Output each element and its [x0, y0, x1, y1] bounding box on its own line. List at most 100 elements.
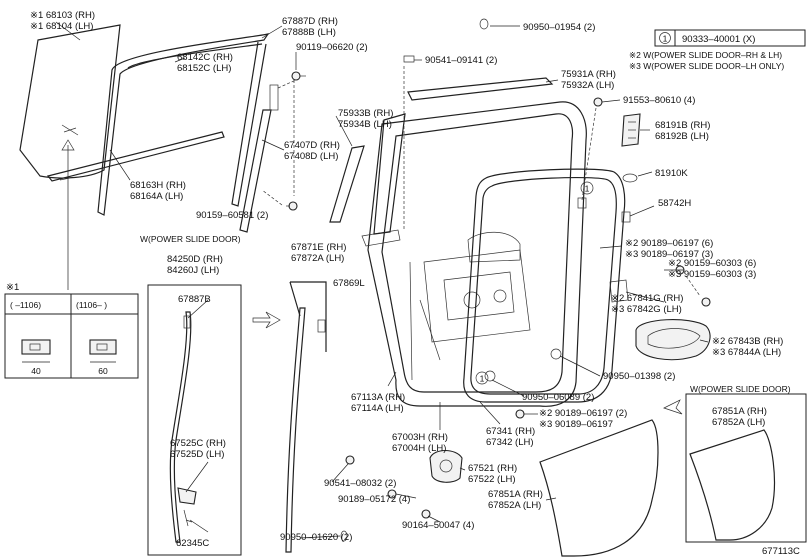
clip-81910k — [622, 173, 638, 183]
bolt-90119 — [291, 71, 306, 81]
part-label-81910k-line1: 81910K — [655, 168, 688, 179]
note1-col1-value: 40 — [31, 366, 41, 376]
window-moulding-75931a — [373, 77, 554, 235]
part-label-67003h-line1: 67003H (RH) — [392, 432, 448, 443]
part-label-67341-line2: 67342 (LH) — [486, 437, 534, 448]
part-label-75931a-line2: 75932A (LH) — [561, 80, 614, 91]
part-label-67871e-line1: 67871E (RH) — [291, 242, 346, 253]
part-label-90541a-line1: 90541–09141 (2) — [425, 55, 497, 66]
part-label-67887d-line2: 67888B (LH) — [282, 27, 336, 38]
bolt-90541-09141 — [403, 55, 415, 63]
trim-panel-67851a — [539, 419, 659, 557]
legend-note-3: ※3 W(POWER SLIDE DOOR–LH ONLY) — [629, 61, 784, 71]
part-label-75931a-line1: 75931A (RH) — [561, 69, 616, 80]
part-label-67871e-line2: 67872A (LH) — [291, 253, 344, 264]
part-label-90159b-line2: ※3 90159–60303 (3) — [668, 269, 756, 280]
note1-col1-header: ( –1106) — [10, 300, 41, 310]
part-label-67843b-line1: ※2 67843B (RH) — [712, 336, 783, 347]
circle-marker-number: 1 — [585, 184, 590, 194]
door-weatherstrip-67341 — [463, 168, 626, 403]
closer-actuator-67841g — [609, 265, 711, 361]
note1-col2-header: (1106– ) — [76, 300, 107, 310]
part-label-68142c-line2: 68152C (LH) — [177, 63, 231, 74]
weatherstrip-67871e — [252, 281, 327, 553]
part-label-67851b-line2: 67852A (LH) — [712, 417, 765, 428]
slide-door-panel — [361, 101, 587, 407]
note1-box — [4, 293, 139, 379]
legend-box — [654, 29, 806, 47]
legend-circle-number: 1 — [663, 34, 668, 44]
part-label-68191b-line2: 68192B (LH) — [655, 131, 709, 142]
part-label-91553-line1: 91553–80610 (4) — [623, 95, 695, 106]
part-label-67869l-line1: 67869L — [333, 278, 365, 289]
part-label-90159a-line1: 90159–60581 (2) — [196, 210, 268, 221]
part-label-67841g-line1: ※2 67841G (RH) — [611, 293, 683, 304]
part-label-75933b-line1: 75933B (RH) — [338, 108, 393, 119]
plug-90950-01954 — [479, 18, 489, 30]
part-label-67851b-line1: 67851A (RH) — [712, 406, 767, 417]
part-label-67841g-line2: ※3 67842G (LH) — [611, 304, 682, 315]
inset-right — [663, 393, 807, 543]
lower-sash-channel — [46, 131, 225, 182]
part-label-90950d-line1: 90950–01620 (2) — [280, 532, 352, 543]
division-bar — [239, 84, 279, 233]
note1-mark: ※1 — [6, 282, 19, 293]
glass-run-frame — [97, 33, 270, 216]
callout-labels: ※1 68103 (RH)※1 68104 (LH)67887D (RH)678… — [6, 10, 800, 557]
hinge-67521 — [429, 449, 463, 483]
part-label-68142c-line1: 68142C (RH) — [177, 52, 233, 63]
part-label-90950c-line1: 90950–06089 (2) — [522, 392, 594, 403]
part-label-67887b-line1: 67887B — [178, 294, 211, 305]
part-label-67851a-line2: 67852A (LH) — [488, 500, 541, 511]
part-label-68191b-line1: 68191B (RH) — [655, 120, 710, 131]
part-label-90950b-line1: 90950–01398 (2) — [603, 371, 675, 382]
inset-left — [147, 284, 242, 556]
part-label-68163h-line1: 68163H (RH) — [130, 180, 186, 191]
bolt-90159-60581 — [286, 201, 298, 211]
part-label-84250d-line1: 84250D (RH) — [167, 254, 223, 265]
door-glass — [19, 24, 121, 179]
part-label-90159b-line1: ※2 90159–60303 (6) — [668, 258, 756, 269]
part-label-75933b-line2: 75934B (LH) — [338, 119, 392, 130]
circle-marker-number: 1 — [480, 374, 485, 384]
part-label-90189a-line1: ※2 90189–06197 (6) — [625, 238, 713, 249]
part-label-90189c-line1: 90189–05172 (4) — [338, 494, 410, 505]
leaders-right — [293, 25, 709, 539]
part-label-67851a-line1: 67851A (RH) — [488, 489, 543, 500]
part-label-67843b-line2: ※3 67844A (LH) — [712, 347, 781, 358]
part-label-67113a-line1: 67113A (RH) — [351, 392, 405, 403]
leaders-top-left — [55, 21, 297, 290]
inset-left-title: W(POWER SLIDE DOOR) — [140, 234, 241, 244]
part-label-67407d-line2: 67408D (LH) — [284, 151, 338, 162]
part-label-58742h-line1: 58742H — [658, 198, 691, 209]
part-label-68163h-line2: 68164A (LH) — [130, 191, 183, 202]
diagram-id: 677113C — [762, 546, 800, 557]
part-label-67521-line1: 67521 (RH) — [468, 463, 517, 474]
part-label-62345c-line1: 62345C — [176, 538, 209, 549]
part-label-67341-line1: 67341 (RH) — [486, 426, 535, 437]
part-label-90950a-line1: 90950–01954 (2) — [523, 22, 595, 33]
part-label-90541b-line1: 90541–08032 (2) — [324, 478, 396, 489]
part-label-67887d-line1: 67887D (RH) — [282, 16, 338, 27]
legend-note-2: ※2 W(POWER SLIDE DOOR–RH & LH) — [629, 50, 782, 60]
part-label-90119-line1: 90119–06620 (2) — [296, 42, 368, 53]
part-label-90189b-line1: ※2 90189–06197 (2) — [539, 408, 627, 419]
part-label-68103-line1: ※1 68103 (RH) — [30, 10, 95, 21]
part-label-67407d-line1: 67407D (RH) — [284, 140, 340, 151]
part-label-90164-line1: 90164–50047 (4) — [402, 520, 474, 531]
part-label-90189a-line2: ※3 90189–06197 (3) — [625, 249, 713, 260]
part-label-67521-line2: 67522 (LH) — [468, 474, 516, 485]
part-label-67525c-line2: 67525D (LH) — [170, 449, 224, 460]
bracket-68191b — [621, 113, 641, 147]
part-label-68103-line2: ※1 68104 (LH) — [30, 21, 93, 32]
circle-marker — [475, 181, 594, 385]
part-label-67113a-line2: 67114A (LH) — [351, 403, 404, 414]
cover-58742h — [577, 197, 631, 223]
part-label-84250d-line2: 84260J (LH) — [167, 265, 219, 276]
note1-col2-value: 60 — [98, 366, 108, 376]
part-label-90189b-line2: ※3 90189–06197 — [539, 419, 613, 430]
bolt-91553 — [593, 97, 603, 107]
part-label-67003h-line2: 67004H (LH) — [392, 443, 446, 454]
